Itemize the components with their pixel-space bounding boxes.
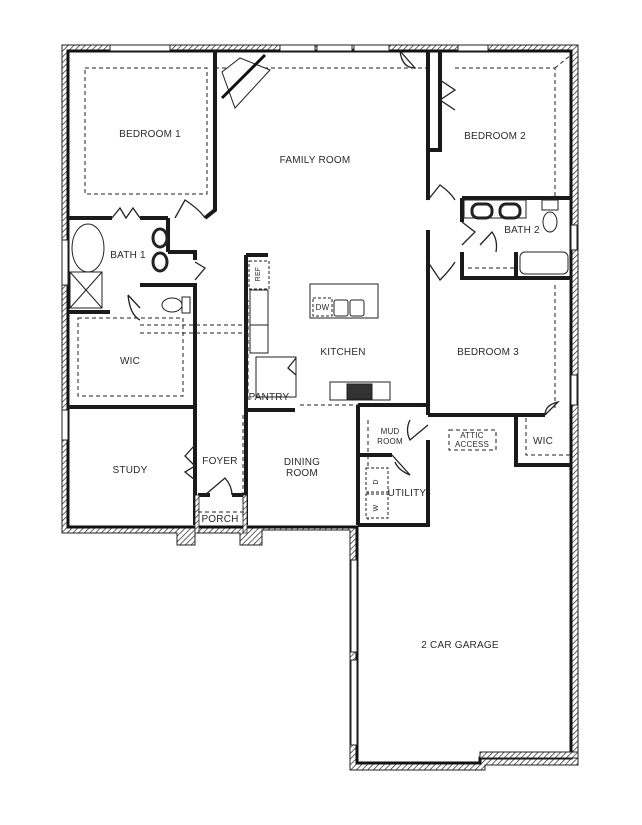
bathtub: [519, 251, 569, 275]
fixture-label-washer: W: [373, 504, 380, 512]
sink: [333, 299, 349, 317]
room-label-utility: UTILITY: [387, 488, 427, 499]
kitchen-fixtures: [248, 260, 391, 401]
sink: [470, 202, 494, 220]
toilet: [542, 211, 558, 233]
fixture-label-attic-line1: ATTIC: [460, 431, 484, 440]
windows: [61, 44, 578, 746]
room-label-study: STUDY: [112, 465, 148, 476]
room-label-porch: PORCH: [201, 514, 239, 525]
sink: [349, 299, 365, 317]
bath1-fixtures: [69, 223, 191, 314]
porch-walls: [194, 494, 248, 534]
sink: [498, 202, 522, 220]
room-label-family-room: FAMILY ROOM: [279, 155, 351, 166]
room-label-foyer: FOYER: [202, 456, 238, 467]
room-label-dining-line2: ROOM: [286, 468, 318, 479]
sink: [151, 251, 169, 273]
room-label-kitchen: KITCHEN: [320, 347, 366, 358]
room-label-bath-1: BATH 1: [110, 250, 146, 261]
laundry: [365, 467, 389, 519]
fixture-label-attic-line2: ACCESS: [454, 440, 490, 449]
bathtub: [71, 223, 105, 273]
toilet: [161, 297, 183, 313]
fireplace: [220, 53, 271, 109]
bath2-fixtures: [463, 199, 569, 275]
garage-notch: [479, 751, 579, 759]
room-label-bedroom-3: BEDROOM 3: [457, 347, 519, 358]
room-label-mud-room-line2: ROOM: [377, 437, 403, 446]
doors: [111, 50, 561, 496]
dishwasher-box: [312, 297, 333, 317]
room-label-bedroom-1: BEDROOM 1: [119, 129, 181, 140]
room-label-pantry: PANTRY: [248, 392, 290, 403]
sink: [151, 227, 169, 249]
room-label-bath-2: BATH 2: [504, 225, 540, 236]
exterior-walls: [61, 44, 579, 771]
room-label-dining-line1: DINING: [283, 457, 321, 468]
fixture-label-dryer: D: [373, 479, 380, 485]
room-label-bedroom-2: BEDROOM 2: [464, 131, 526, 142]
room-label-wic-bedroom-3: WIC: [532, 436, 554, 447]
room-label-mud-room-line1: MUD: [380, 427, 400, 436]
interior-walls: [68, 51, 571, 527]
fixture-label-refrigerator: REF: [255, 266, 262, 282]
fixture-label-dishwasher: DW: [315, 303, 330, 312]
room-label-garage: 2 CAR GARAGE: [421, 640, 499, 651]
room-label-wic-master: WIC: [119, 356, 141, 367]
refrigerator-box: [248, 260, 270, 290]
